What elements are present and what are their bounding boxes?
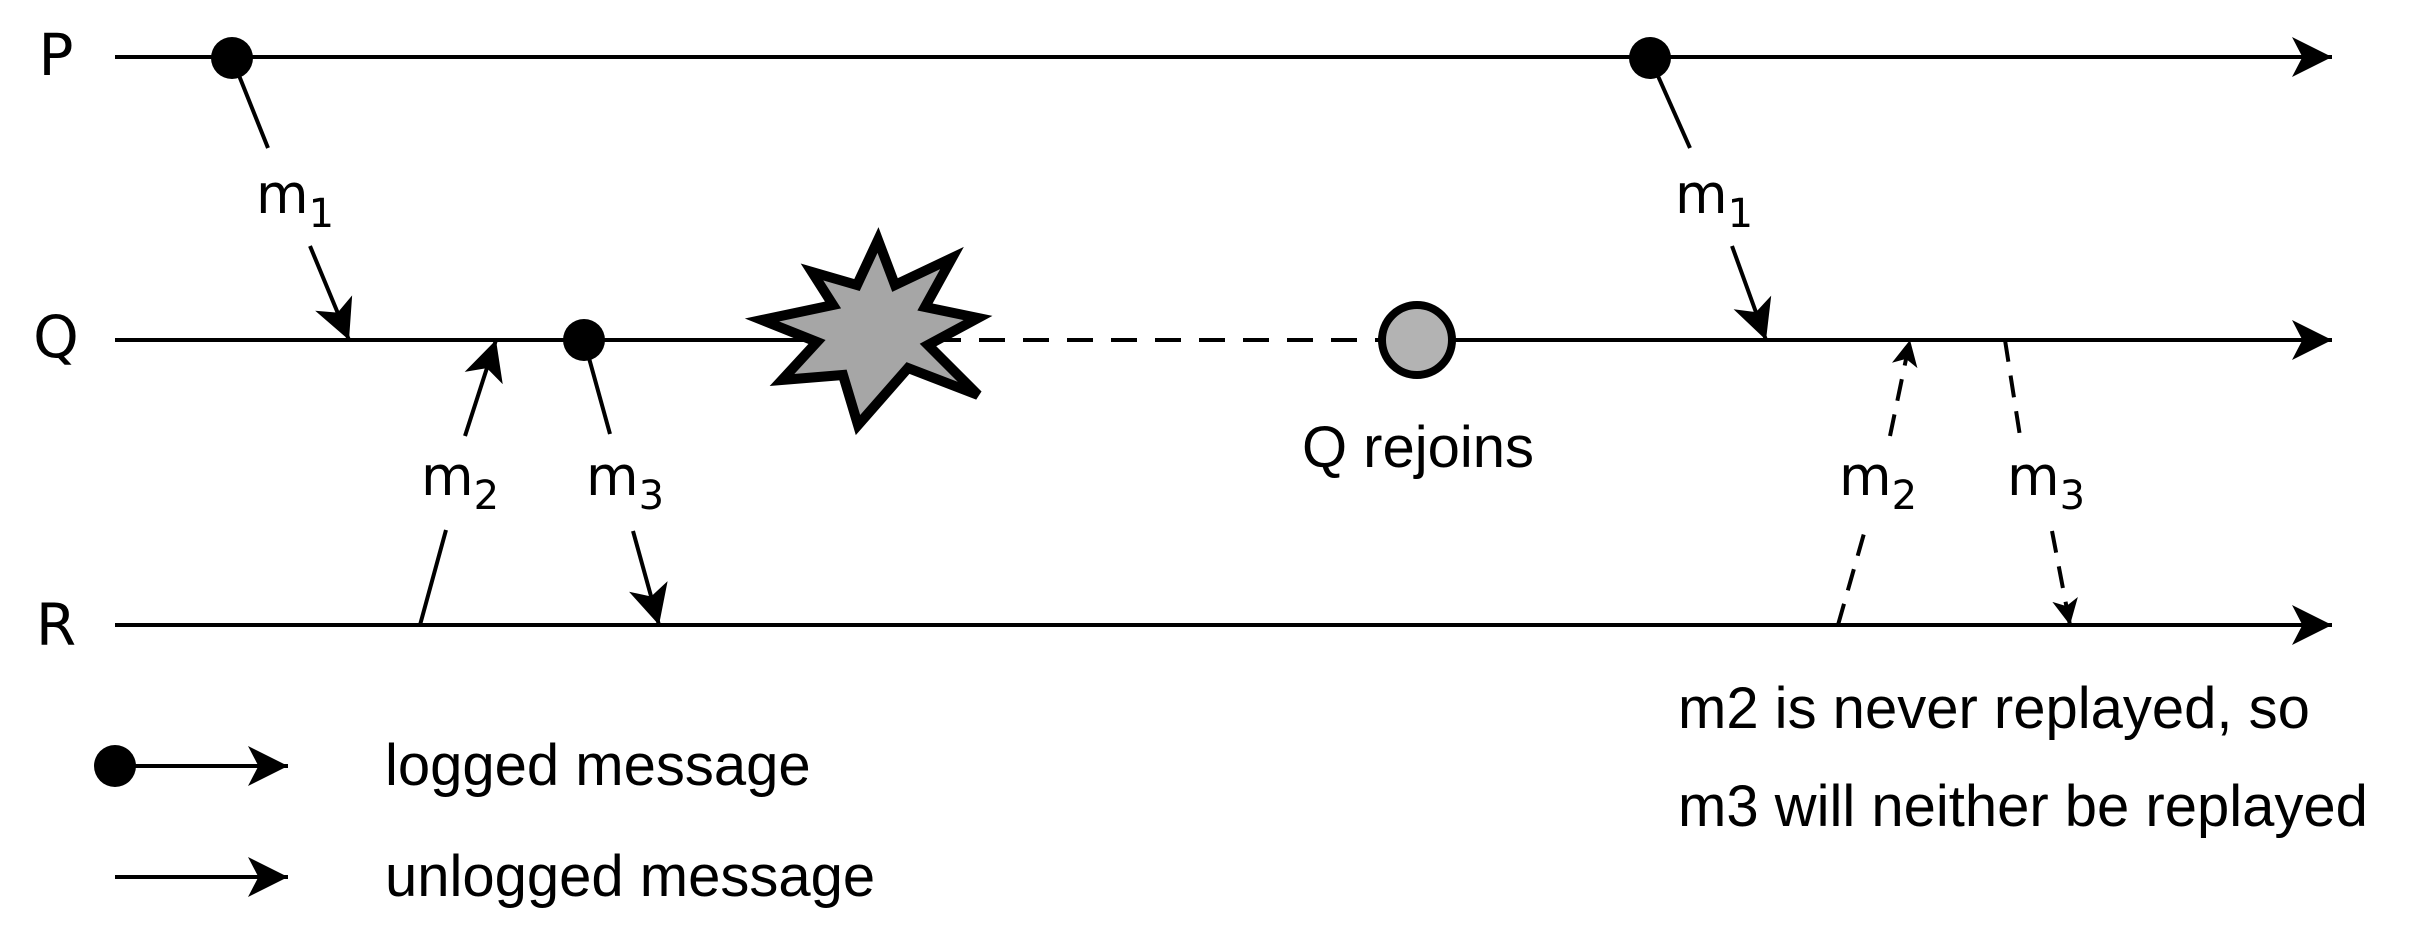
note-line-2: m3 will neither be replayed xyxy=(1678,774,2368,839)
legend-logged-label: logged message xyxy=(385,733,811,798)
message-label-m3-replay: m3 xyxy=(2007,445,2085,519)
legend-unlogged-label: unlogged message xyxy=(385,844,875,909)
message-m2-first: m2 xyxy=(418,339,503,626)
logged-send-dot xyxy=(211,37,253,79)
message-label-m2-first: m2 xyxy=(421,445,499,519)
process-label-p: P xyxy=(39,21,74,89)
process-label-q: Q xyxy=(33,303,79,371)
message-label-m1-first: m1 xyxy=(256,163,334,237)
message-label-m1-replay: m1 xyxy=(1675,163,1753,237)
message-m1-replay: m1 xyxy=(1629,37,1772,341)
logged-send-dot xyxy=(1629,37,1671,79)
logged-send-dot xyxy=(563,319,605,361)
rejoin-marker xyxy=(1378,301,1456,379)
note-line-1: m2 is never replayed, so xyxy=(1678,676,2310,741)
rejoin-label: Q rejoins xyxy=(1302,415,1534,480)
legend: logged message unlogged message xyxy=(94,733,875,909)
message-m2-replay: m2 xyxy=(1836,339,1918,626)
message-label-m3-first: m3 xyxy=(586,445,664,519)
message-m3-replay: m3 xyxy=(2003,339,2085,626)
legend-logged-dot xyxy=(94,745,136,787)
process-label-r: R xyxy=(36,591,76,659)
message-m1-first: m1 xyxy=(211,37,353,341)
message-label-m2-replay: m2 xyxy=(1839,445,1917,519)
crash-icon xyxy=(744,227,993,436)
message-m3-first: m3 xyxy=(563,319,668,626)
